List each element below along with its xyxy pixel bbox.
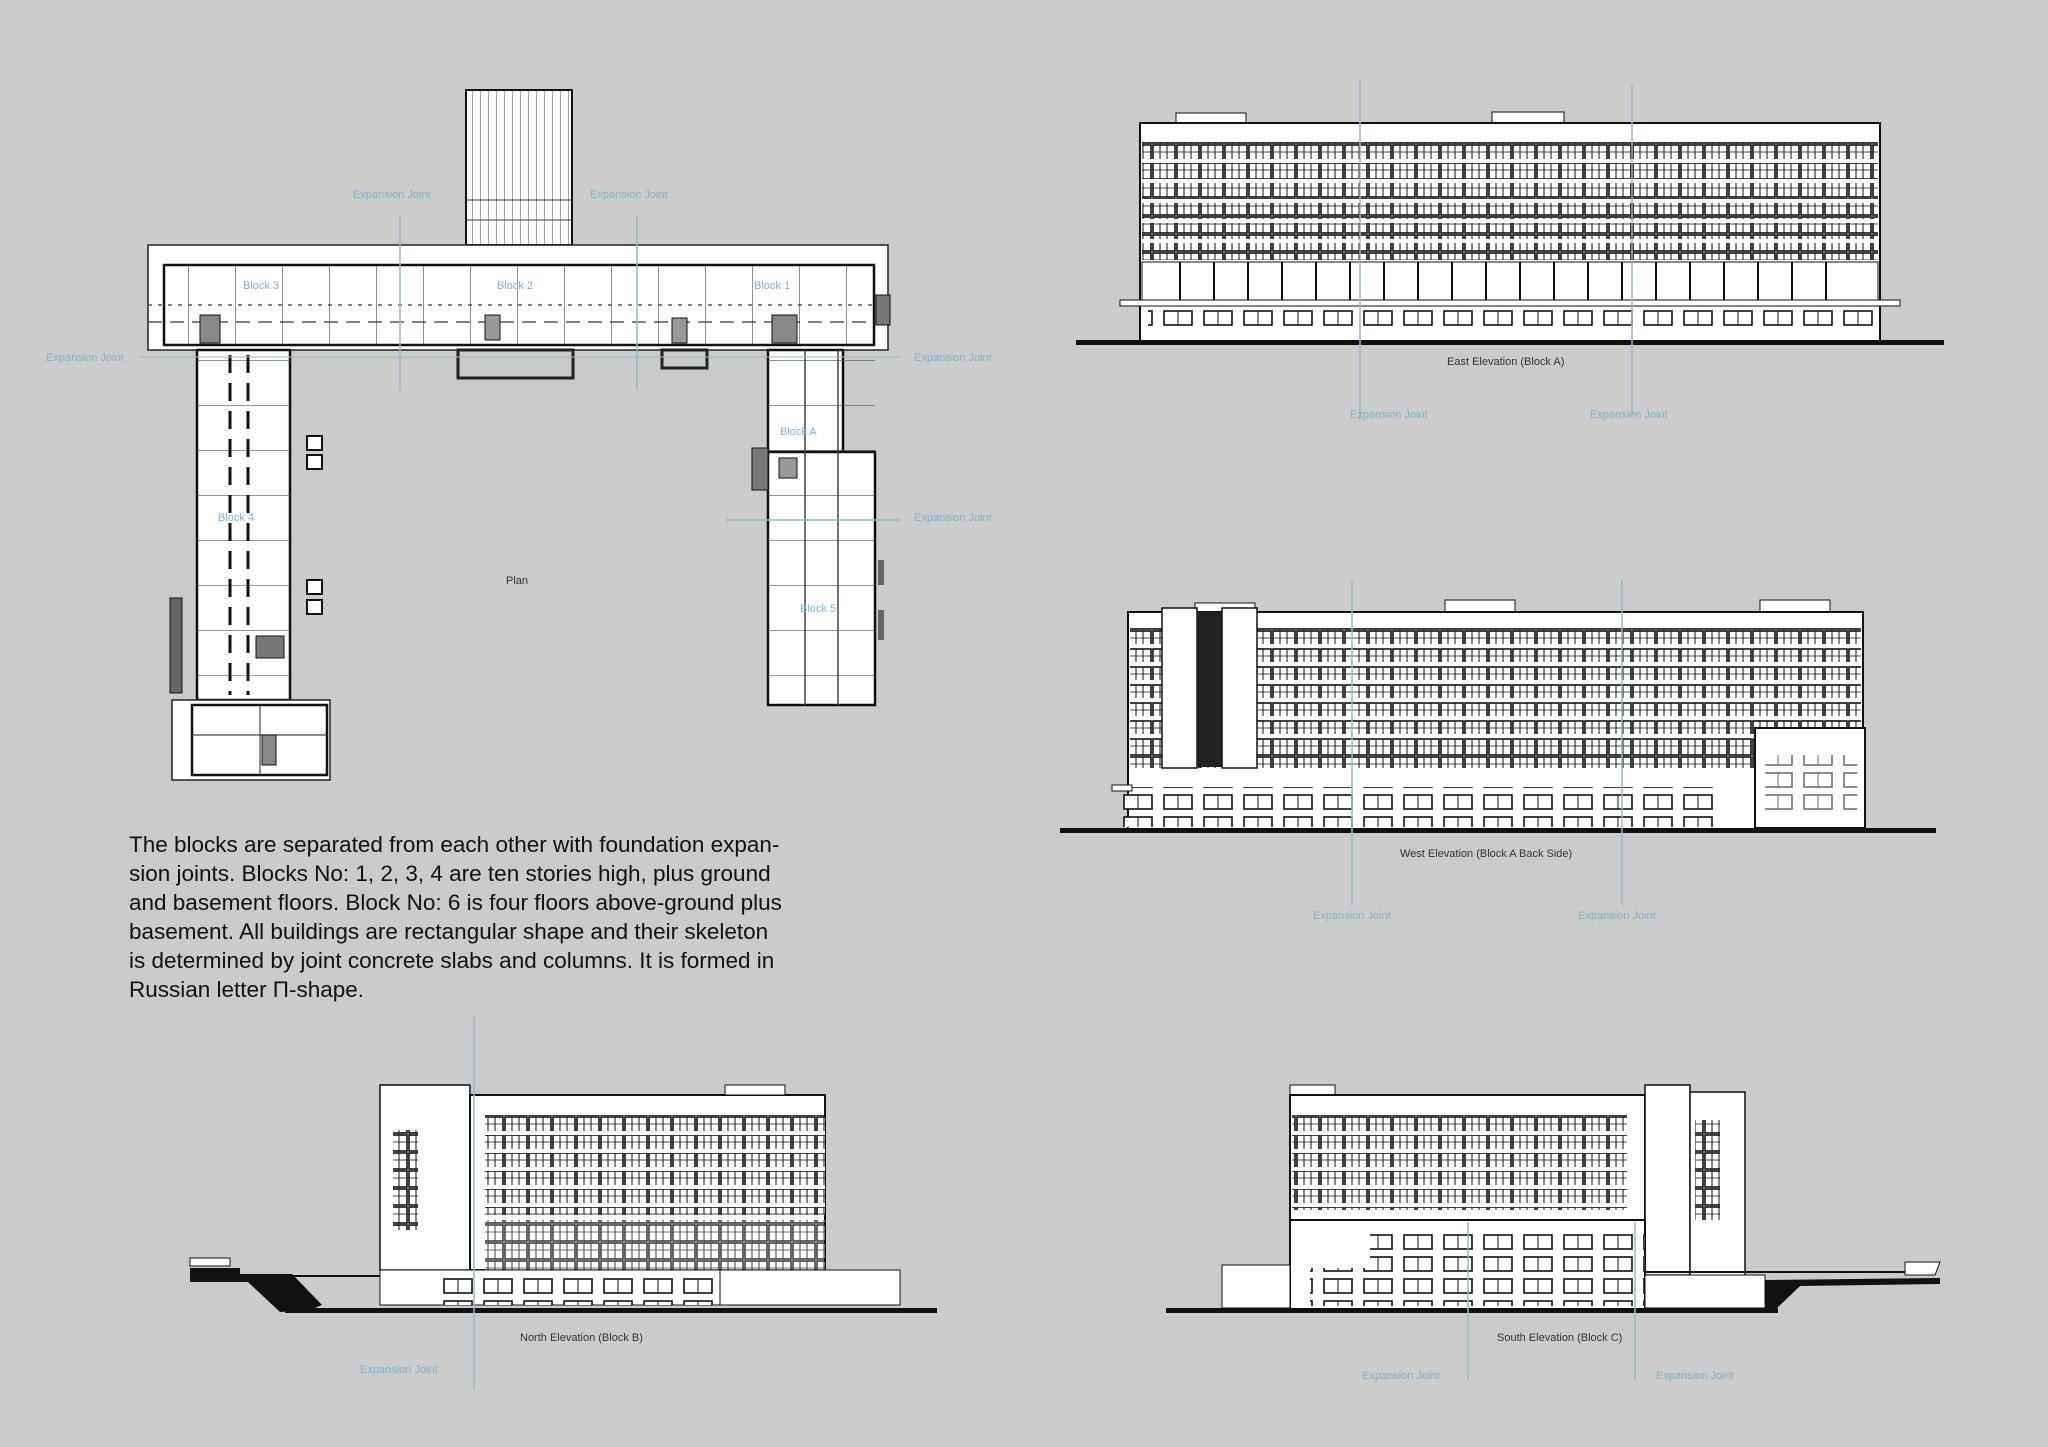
south-elevation-drawing [1166, 1084, 1941, 1380]
expansion-joint-label: Expansion Joint [914, 352, 992, 364]
expansion-joint-label: Expansion Joint [1590, 409, 1668, 421]
east-elevation-drawing [1076, 80, 1944, 420]
description-text: The blocks are separated from each other… [129, 830, 839, 1004]
expansion-joint-label: Expansion Joint [914, 512, 992, 524]
block-3-label: Block 3 [243, 280, 280, 292]
west-elevation-caption: West Elevation (Block A Back Side) [1400, 848, 1573, 860]
expansion-joint-label: Expansion Joint [1313, 910, 1391, 922]
north-elevation-caption: North Elevation (Block B) [520, 1332, 643, 1344]
description-line: is determined by joint concrete slabs an… [129, 948, 775, 973]
description-line: basement. All buildings are rectangular … [129, 919, 769, 944]
description-line: Russian letter П-shape. [129, 977, 365, 1002]
description-line: sion joints. Blocks No: 1, 2, 3, 4 are t… [129, 861, 771, 886]
expansion-joint-label: Expansion Joint [353, 189, 431, 201]
block-5-label: Block 5 [800, 603, 837, 615]
block-2-label: Block 2 [497, 280, 534, 292]
expansion-joint-label: Expansion Joint [360, 1364, 438, 1376]
expansion-joint-label: Expansion Joint [590, 189, 668, 201]
floor-plan [140, 89, 900, 781]
block-a-label: Block A [780, 426, 817, 438]
expansion-joint-label: Expansion Joint [46, 352, 124, 364]
expansion-joint-label: Expansion Joint [1578, 910, 1656, 922]
description-line: and basement floors. Block No: 6 is four… [129, 890, 782, 915]
plan-title: Plan [506, 575, 529, 587]
west-elevation-drawing [1060, 580, 1936, 905]
description-line: The blocks are separated from each other… [129, 832, 780, 857]
block-1-label: Block 1 [754, 280, 791, 292]
east-elevation-caption: East Elevation (Block A) [1447, 356, 1565, 368]
expansion-joint-label: Expansion Joint [1350, 409, 1428, 421]
expansion-joint-label: Expansion Joint [1362, 1370, 1440, 1382]
south-elevation-caption: South Elevation (Block C) [1497, 1332, 1623, 1344]
expansion-joint-label: Expansion Joint [1656, 1370, 1734, 1382]
north-elevation-drawing [189, 1015, 937, 1390]
block-4-label: Block 4 [218, 512, 255, 524]
